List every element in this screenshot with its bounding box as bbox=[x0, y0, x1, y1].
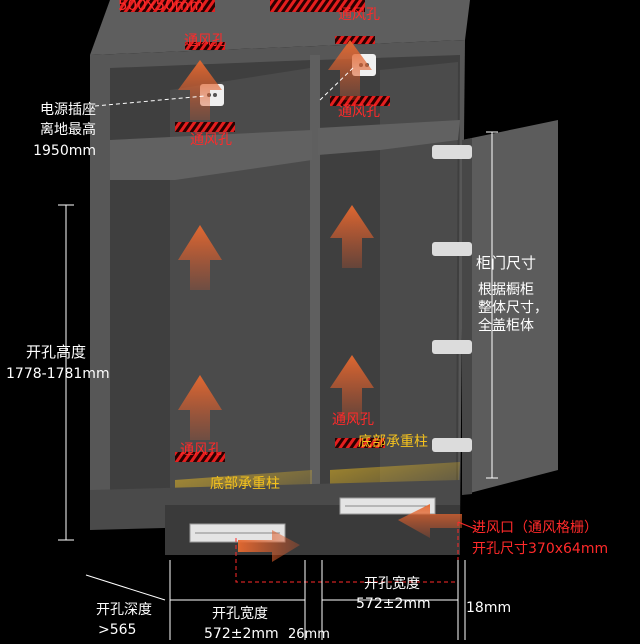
width-left-title: 开孔宽度 bbox=[212, 606, 268, 622]
airflow-arrows-in bbox=[238, 504, 462, 562]
width-right-value: 572±2mm bbox=[356, 596, 431, 612]
shelf-vent-hatch-left bbox=[175, 122, 235, 132]
bottom-vent-label-left: 通风孔 bbox=[180, 442, 222, 458]
socket-note-line2: 离地最高 bbox=[40, 122, 96, 138]
depth-title: 开孔深度 bbox=[96, 602, 152, 618]
top-vent-label-left: 通风孔 bbox=[184, 33, 226, 49]
pillar-label-left: 底部承重柱 bbox=[210, 476, 280, 492]
width-right-title: 开孔宽度 bbox=[364, 576, 420, 592]
width-left-value: 572±2mm bbox=[204, 626, 279, 642]
top-vent-label-right: 通风孔 bbox=[338, 7, 380, 23]
pillar-label-right: 底部承重柱 bbox=[358, 434, 428, 450]
top-hole-size: 500x50mm bbox=[118, 0, 204, 14]
shelf-vent-hatch-right bbox=[330, 96, 390, 106]
inlet-outline bbox=[235, 522, 459, 583]
opening-height-title: 开孔高度 bbox=[26, 343, 87, 361]
hinges bbox=[432, 145, 472, 452]
cabinet-door bbox=[462, 120, 558, 495]
top-inner-hatch-left bbox=[185, 42, 225, 50]
upper-shelf-right bbox=[318, 120, 460, 155]
edge-value: 18mm bbox=[466, 600, 512, 616]
bottom-vent-label-right: 通风孔 bbox=[332, 412, 374, 428]
center-divider bbox=[310, 55, 320, 520]
bottom-dim-lines bbox=[85, 560, 466, 640]
inlet-note-line2: 开孔尺寸370x64mm bbox=[472, 541, 609, 557]
top-inner-hatch-right bbox=[335, 36, 375, 44]
socket-leader bbox=[94, 95, 206, 107]
socket-note-line3: 1950mm bbox=[33, 143, 96, 159]
shelf-vent-label-right: 通风孔 bbox=[338, 104, 380, 120]
door-note-line2: 整体尺寸， bbox=[478, 300, 548, 316]
gap-value: 26mm bbox=[288, 627, 330, 642]
door-note-title: 柜门尺寸 bbox=[476, 254, 537, 272]
door-note-line1: 根据橱柜 bbox=[478, 282, 534, 298]
top-vent-hatch-right bbox=[270, 0, 365, 12]
shelf-vent-label-left: 通风孔 bbox=[190, 132, 232, 148]
opening-height-value: 1778-1781mm bbox=[6, 366, 110, 382]
top-vent-hatch-left bbox=[120, 0, 215, 12]
depth-value: >565 bbox=[98, 622, 137, 638]
door-note-line3: 全盖柜体 bbox=[478, 318, 534, 334]
socket-note-line1: 电源插座 bbox=[40, 102, 96, 118]
bottom-vent-hatch-left bbox=[175, 452, 225, 462]
bottom-vent-hatch-right bbox=[335, 438, 385, 448]
airflow-arrows-up bbox=[178, 40, 374, 440]
upper-shelf-left bbox=[110, 130, 312, 180]
inlet-note-line1: 进风口（通风格栅） bbox=[472, 520, 598, 536]
right-back-panel bbox=[380, 62, 458, 492]
